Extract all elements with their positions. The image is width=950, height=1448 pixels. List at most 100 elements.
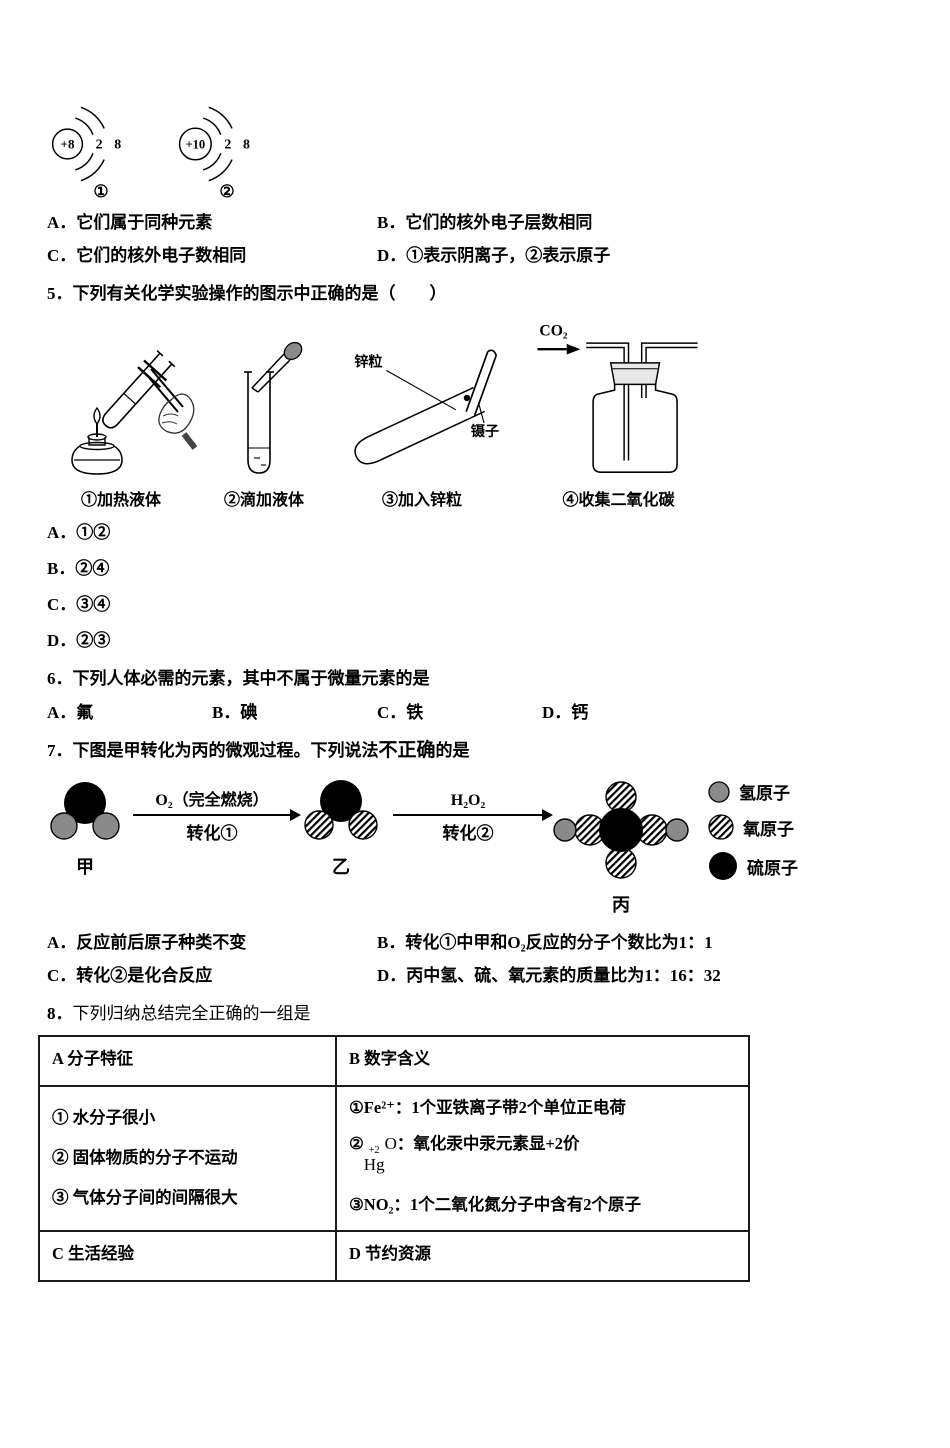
body-cell-a: ① 水分子很小 ② 固体物质的分子不运动 ③ 气体分子间的间隔很大: [38, 1085, 337, 1232]
cell-a-item-3: ③ 气体分子间的间隔很大: [52, 1188, 238, 1207]
option-a: A．反应前后原子种类不变: [47, 931, 377, 955]
option-text: 氟: [76, 703, 94, 722]
zinc-granule-label: 锌粒: [354, 354, 382, 370]
option-c: C．转化②是化合反应: [47, 964, 377, 988]
option-key: A．: [47, 523, 77, 542]
option-text: ②④: [75, 559, 110, 578]
option-key: B．: [212, 703, 241, 722]
arrow-line: [393, 809, 553, 821]
option-key: C．: [377, 703, 407, 722]
option-text: 它们的核外电子数相同: [76, 246, 247, 265]
cell-a-item-1: ① 水分子很小: [52, 1108, 156, 1127]
gas-bottle-icon: CO₂: [537, 323, 698, 473]
legend-hydrogen: 氢原子: [707, 779, 798, 804]
adding-zinc-figure: 锌粒 镊子 ③加入锌粒: [328, 332, 516, 510]
question-5-stem: 5．下列有关化学实验操作的图示中正确的是（ ）: [47, 284, 447, 303]
molecule-bing-label: 丙: [612, 895, 630, 915]
question-5-options: A．①② B．②④ C．③④ D．②③: [47, 521, 950, 653]
molecule-bing: 丙: [553, 775, 689, 917]
conversion-2-reagent: H₂O₂: [450, 792, 486, 809]
heating-liquid-figure: ①加热液体: [42, 324, 200, 510]
question-7-options-row-1: A．反应前后原子种类不变 B．转化①中甲和O₂反应的分子个数比为1：1: [47, 931, 950, 955]
footer-cell-d: D 节约资源: [335, 1230, 750, 1282]
option-key: C．: [47, 246, 77, 265]
figure-4-caption: ④收集二氧化碳: [562, 492, 675, 509]
option-key: A．: [47, 703, 77, 722]
option-text: ③④: [76, 595, 111, 614]
figure-1-caption: ①加热液体: [80, 492, 161, 509]
option-b: B．它们的核外电子层数相同: [377, 211, 592, 235]
shell2-electrons: 8: [243, 138, 250, 153]
legend-label: 硫原子: [747, 858, 798, 878]
question-number: 8．: [47, 1004, 73, 1023]
conversion-1-reagent: O₂（完全燃烧）: [155, 792, 269, 809]
stem-text: 7．下图是甲转化为丙的微观过程。下列说法: [47, 741, 379, 760]
option-key: D．: [542, 703, 572, 722]
figure-3-caption: ③加入锌粒: [381, 492, 462, 509]
question-4-options-row-1: A．它们属于同种元素 B．它们的核外电子层数相同: [47, 211, 950, 235]
conversion-1-label: 转化①: [186, 824, 238, 843]
footer-cell-c: C 生活经验: [38, 1230, 337, 1282]
option-key: C．: [47, 966, 77, 985]
so2-molecule-icon: [304, 780, 378, 840]
molecule-yi: 乙: [299, 775, 383, 879]
option-text: 反应前后原子种类不变: [76, 933, 247, 952]
shell1-electrons: 2: [224, 138, 231, 153]
option-a: A．氟: [47, 701, 212, 725]
option-c: C．它们的核外电子数相同: [47, 244, 377, 268]
experiment-figure: ①加热液体 ②滴加液体 锌粒: [42, 314, 950, 510]
h2so4-molecule-icon: [553, 781, 689, 879]
cell-b-item-3: ③NO₂：1个二氧化氮分子中含有2个原子: [349, 1195, 641, 1214]
option-text: ①②: [76, 523, 111, 542]
conversion-1-arrow: O₂（完全燃烧） 转化①: [133, 791, 301, 844]
arrow-line: [133, 809, 301, 821]
table-header-row: A 分子特征 B 数字含义: [38, 1035, 750, 1087]
option-a: A．它们属于同种元素: [47, 211, 377, 235]
atom-diagram-1: +8 2 8 ①: [45, 104, 157, 202]
molecule-jia-label: 甲: [76, 857, 94, 877]
sulfur-atom-icon: [709, 852, 737, 880]
header-cell-a: A 分子特征: [38, 1035, 337, 1087]
question-6-stem: 6．下列人体必需的元素，其中不属于微量元素的是: [47, 669, 430, 688]
table-body-row: ① 水分子很小 ② 固体物质的分子不运动 ③ 气体分子间的间隔很大 ①Fe²⁺：…: [38, 1085, 750, 1232]
option-key: B．: [377, 213, 406, 232]
option-key: C．: [47, 595, 77, 614]
option-text: 钙: [571, 703, 589, 722]
option-text: ①表示阴离子，②表示原子: [406, 246, 611, 265]
header-cell-b: B 数字含义: [335, 1035, 750, 1087]
option-key: B．: [377, 933, 406, 952]
dropper-icon: [244, 341, 303, 474]
nucleus-charge: +10: [186, 138, 206, 152]
option-text: ②③: [76, 631, 111, 650]
heating-liquid-icon: [71, 349, 197, 475]
co2-label: CO₂: [539, 323, 567, 340]
option-key: D．: [377, 966, 407, 985]
option-c: C．③④: [47, 593, 950, 617]
option-key: A．: [47, 213, 77, 232]
question-8-stem: 8．下列归纳总结完全正确的一组是: [47, 1002, 950, 1026]
legend-oxygen: 氧原子: [707, 813, 798, 841]
atom-diagram-1-icon: +8 2 8: [51, 106, 121, 182]
option-text: 它们的核外电子层数相同: [405, 213, 593, 232]
nucleus-charge: +8: [61, 137, 75, 152]
option-b: B．②④: [47, 557, 950, 581]
option-c: C．铁: [377, 701, 542, 725]
option-a: A．①②: [47, 521, 950, 545]
option-text: 丙中氢、硫、氧元素的质量比为1：16：32: [406, 966, 721, 985]
h2s-molecule-icon: [50, 782, 120, 840]
question-6-options: A．氟 B．碘 C．铁 D．钙: [47, 701, 950, 725]
valence-label: +2: [368, 1145, 380, 1156]
question-7-options-row-2: C．转化②是化合反应 D．丙中氢、硫、氧元素的质量比为1：16：32: [47, 964, 950, 988]
summary-table: A 分子特征 B 数字含义 ① 水分子很小 ② 固体物质的分子不运动 ③ 气体分…: [38, 1035, 750, 1282]
tweezers-label: 镊子: [470, 423, 499, 439]
option-text: 铁: [406, 703, 424, 722]
stem-text: 的是: [435, 741, 470, 760]
hg-symbol: Hg: [363, 1155, 385, 1174]
option-b: B．转化①中甲和O₂反应的分子个数比为1：1: [377, 931, 713, 955]
conversion-2-label: 转化②: [442, 824, 494, 843]
exam-page: { "q4": { "fig": { "d1": { "nucleus": "+…: [0, 104, 950, 1448]
item-number: ②: [349, 1134, 364, 1153]
